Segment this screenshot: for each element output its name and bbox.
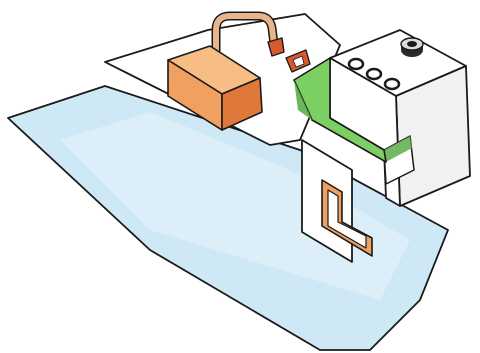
diagram-stage — [0, 0, 480, 353]
press-machine-diagram — [0, 0, 480, 353]
